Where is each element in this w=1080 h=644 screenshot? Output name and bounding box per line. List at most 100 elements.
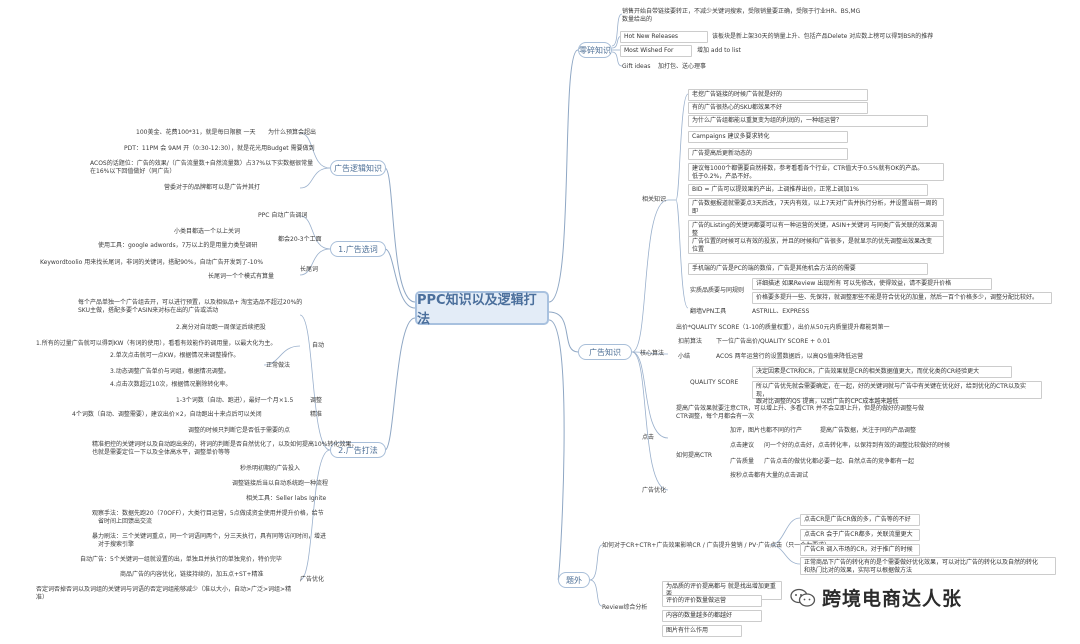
k-note-1: 老挖广告链接的时候广告就是好的	[688, 89, 868, 101]
k-note-6a: 建议每1000个都需要自然排数，参考看看各个行业，CTR值大于0.5%就有OK的…	[692, 165, 924, 172]
core-note-4bc: 所以广告优先就会需要确定，在一起，好的关键词就与广告中有关键在优化好，给到优化的…	[752, 381, 1042, 405]
play-note-10b: 也就是需要定位一下以及全体高水平，调整单价等等	[92, 449, 231, 456]
k-note-2: 有的广告很热心的SKU都效果不好	[688, 102, 868, 114]
brand-watermark: 跨境电商达人张	[790, 584, 962, 611]
core-note-3: 小结	[678, 353, 691, 360]
branch-knowledge[interactable]: 广告知识	[578, 344, 632, 360]
core-note-4b: 所以广告优先就会需要确定，在一起，好的关键词就与广告中有关键在优化好，给到优化的…	[756, 383, 1027, 398]
play-note-7b: 调整	[310, 397, 323, 404]
k-note-10b: 位置	[692, 245, 705, 253]
play-note-2: 2.高分对自动跑一周保证后续把投	[176, 324, 266, 331]
k-note-8b: 即	[692, 207, 699, 215]
core-note-4: QUALITY SCORE	[690, 379, 739, 386]
cases-cr-4: 正常商品下广告的转化有的是个需要做好优化效果，可以对比广告的转化以及自然的转化和…	[800, 557, 1056, 575]
cases-review-3: 内容的数量越多的都越好	[662, 610, 762, 622]
tips-note-1: 销售开始自带链接要转正，不减少关键词搜索，受限销量要正确，受限于行业HR、BS,…	[622, 8, 861, 15]
cases-review-label: Review综合分析	[602, 604, 648, 611]
gift-ideas-text: 加打包、送心理事	[658, 63, 707, 70]
logic-note-3: ACOS的话题位：广告的效果/（广告流量数+自然流量数）占37%以下实数据很常量	[90, 160, 314, 167]
k-note-4: Campaigns 建议多要求转化	[688, 131, 848, 143]
play-note-17: 商品广告的内容优化，链接持续的，加五点+ST+精准	[120, 571, 264, 578]
play-note-18: 否定词否掉否词以及词组的关键词与词语的否定词组能够减少（准以大小，自动>广泛>词…	[36, 586, 292, 593]
ctr-note-5: 按秒点击都有大量的点击调试	[730, 472, 809, 479]
branch-select[interactable]: 1.广告选词	[330, 241, 386, 257]
hot-new-releases: Hot New Releases	[620, 31, 708, 43]
cases-review-4: 图片有什么作用	[662, 625, 742, 637]
k-note-12: 实质品质要与同规则	[690, 287, 745, 294]
branch-logic[interactable]: 广告逻辑知识	[330, 160, 386, 176]
select-note-4: Keywordtoolio 用来找长尾词，非词的关键词，搭配90%，自动广告开发…	[40, 259, 264, 266]
k-note-11: 手机端的广告是PC的端的数倍，广告是其他机会方法的的需要	[688, 263, 928, 275]
most-wished-for: Most Wished For	[620, 45, 692, 57]
play-note-3: 1.所有的过量广告就可以得到KW（有词的使用），看看有效能作的调用量，以最大化为…	[36, 340, 277, 347]
play-note-15b: 对于搜索引擎	[98, 541, 135, 548]
branch-cases-label: 题外	[566, 575, 582, 585]
play-note-11: 秒杀明初期的广告投入	[240, 465, 301, 472]
ctr-note-3b: 问一个好的点击好，点击转化率，以保持到有效的调整比较做好的时候	[764, 442, 951, 449]
k-note-6: 建议每1000个都需要自然排数，参考看看各个行业，CTR值大于0.5%就有OK的…	[688, 163, 944, 181]
cases-cr-2: 点击CR 会于广告CR都多，关联流量更大	[800, 529, 920, 541]
sub-ctr: 点击	[642, 434, 655, 441]
ctr-note-1: 提高广告效果就要注意CTR，可以增上升、多看CTR 并不会立即上升，但是的做好的…	[676, 405, 924, 412]
play-note-1b: SKU主做，搭配多要个ASIN来对标在出的广告或活动	[78, 307, 219, 314]
ctr-how: 如何提高CTR	[676, 452, 713, 459]
k-note-13b: ASTRILL、EXPRESS	[752, 308, 810, 315]
sub-core: 核心算法	[640, 350, 665, 357]
ctr-note-4b: 广告点击的做优化都必要一起、自然点击的竞争都有一起	[764, 458, 915, 465]
sub-opt: 广告优化	[642, 487, 667, 494]
branch-tips-label: 零碎知识	[579, 45, 611, 55]
play-note-4: 2.单次点击就可一点KW，根据情况来调整操作。	[110, 352, 240, 359]
k-note-10: 广告位置的时候可以有效的投放，并且的时候和广告很多，是就显示的优先调整出效果改变…	[688, 236, 944, 254]
play-note-18b: 准）	[36, 594, 49, 601]
k-note-12a: 详细描述 如果Review 出现所有 可以先修改，使得效益，请不要提升价格	[752, 278, 992, 290]
core-note-4c: 跟对比调整的QS 提高，以后广告的CPC成本越来越低	[756, 398, 899, 405]
select-note-5b: 长尾词	[300, 266, 319, 273]
core-note-4a: 决定因素是CTR和CR，广告效果就是CR的相关数据值更大，而优化类的CR经验更大	[752, 366, 1012, 378]
cases-cr-4a: 正常商品下广告的转化有的是个需要做好优化效果，可以对比广告的转化以及自然的转化	[804, 559, 1039, 566]
cases-cr-3: 广告CR 调入市场的CR，对于推广的时候	[800, 544, 920, 556]
core-note-2b: 下一位广告出价/QUALITY SCORE + 0.01	[716, 338, 831, 345]
k-note-8: 广告数据报道就需要点3天后改，7天内有效，以上7天对广告并执行分析，并设置当前一…	[688, 198, 944, 216]
select-note-2: 小类目都选一个以上关词	[174, 228, 241, 235]
play-note-15: 暴力刷法：三个关键词重点，同一个词语同两个，分三天执行，具有同等访问时间，增进	[92, 533, 327, 540]
most-wished-for-text: 增加 add to list	[697, 47, 741, 54]
play-note-13: 相关工具：Seller labs Ignite	[246, 495, 327, 502]
root-title: PPC知识以及逻辑打法	[417, 293, 537, 327]
cases-review-2: 评价的评价数量做运营	[662, 595, 762, 607]
play-note-8b: 精准	[310, 411, 323, 418]
branch-cases[interactable]: 题外	[558, 572, 590, 588]
play-auto-label: 自动	[312, 342, 325, 349]
branch-tips[interactable]: 零碎知识	[578, 42, 612, 58]
play-note-6: 4.点击次数超过10次，根据情况删除转化率。	[110, 381, 232, 388]
core-note-1: 出价*QUALITY SCORE（1-10的质量权重），出价从50元内质量提升都…	[676, 324, 890, 331]
branch-play-label: 2.广告打法	[338, 445, 378, 455]
play-note-14b: 省时间上回馈出交流	[98, 518, 153, 525]
wechat-logo-icon	[790, 588, 816, 607]
root-node[interactable]: PPC知识以及逻辑打法	[415, 291, 549, 327]
ctr-note-2b: 提高广告数据，关注于同的产品调整	[820, 427, 917, 434]
k-note-13: 翻墙VPN工具	[690, 308, 727, 315]
play-mid-label: 正常做法	[266, 362, 291, 369]
sub-basic: 相关知识	[642, 196, 667, 203]
select-note-3b: 都会20-3个工面	[278, 236, 322, 243]
play-note-10: 精准把控的关键词时以及自动跑出来的，将词的判断是否自然优化了，以及如何提高10%…	[92, 441, 358, 448]
select-note-3: 使用工具：google adwords，7万以上的是用量力类型调研	[98, 242, 258, 249]
cases-cr-label: 如何对于CR+CTR+广告效果影响CR / 广告提升营销 / PV·广告点击（只…	[602, 542, 831, 549]
branch-play[interactable]: 2.广告打法	[330, 442, 386, 458]
branch-select-label: 1.广告选词	[338, 244, 378, 254]
branch-knowledge-label: 广告知识	[589, 347, 621, 357]
hot-new-releases-text: 该板块是新上架30天的销量上升、包括产品Delete 对应数上榜可以得到BSR的…	[712, 33, 934, 40]
ctr-note-2: 加评，图片也都不同的行产	[730, 427, 803, 434]
ctr-note-4: 广告质量	[730, 458, 755, 465]
logic-note-3b: 在16%以下回值做好（同广告）	[90, 168, 176, 175]
logic-note-1b: 为什么预算会超出	[268, 129, 317, 136]
play-note-14: 观察手法：数据先跑20（70OFF），大类行目运营，5点做成资金使用并提升价格，…	[92, 510, 324, 517]
k-note-5: 广告提高后更新动态的	[688, 148, 848, 160]
ctr-note-1b: CTR调整，每个月都会有一次	[676, 413, 755, 420]
play-note-1: 每个产品单独一个广告组去开，可以进行预置，以及相似品+ 淘宝选品不超过20%的	[78, 299, 303, 306]
select-note-1: PPC 自动广告调词	[258, 212, 308, 219]
tips-note-1b: 数量给出的	[622, 16, 653, 23]
play-note-17b: 广告优化	[300, 576, 325, 583]
play-note-9: 调整的时候只判断它是否低于需要的点	[188, 427, 291, 434]
